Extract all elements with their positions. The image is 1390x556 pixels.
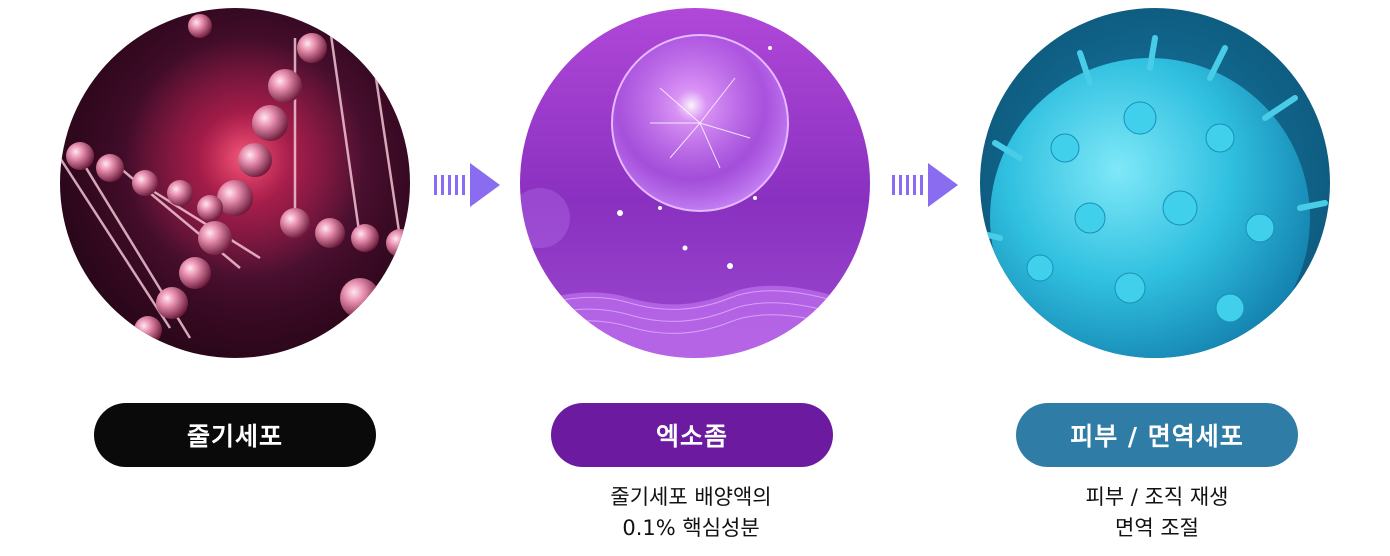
dna-helix-image [60, 8, 410, 358]
stage-description-exosome: 줄기세포 배양액의 0.1% 핵심성분 [531, 482, 851, 544]
exosome-sphere-image [520, 8, 870, 358]
description-line: 줄기세포 배양액의 [610, 485, 772, 509]
arrow-right-icon [890, 163, 958, 207]
stage-label-exosome: 엑소좀 [551, 403, 833, 467]
description-line: 면역 조절 [1115, 516, 1199, 540]
stage-label-skin-immune-cell: 피부 / 면역세포 [1016, 403, 1298, 467]
cell-image [980, 8, 1330, 358]
description-line: 피부 / 조직 재생 [1085, 485, 1229, 509]
arrow-right-icon [432, 163, 500, 207]
stage-label-stem-cell: 줄기세포 [94, 403, 376, 467]
stage-description-skin-immune-cell: 피부 / 조직 재생 면역 조절 [997, 482, 1317, 544]
description-line: 0.1% 핵심성분 [622, 516, 760, 540]
